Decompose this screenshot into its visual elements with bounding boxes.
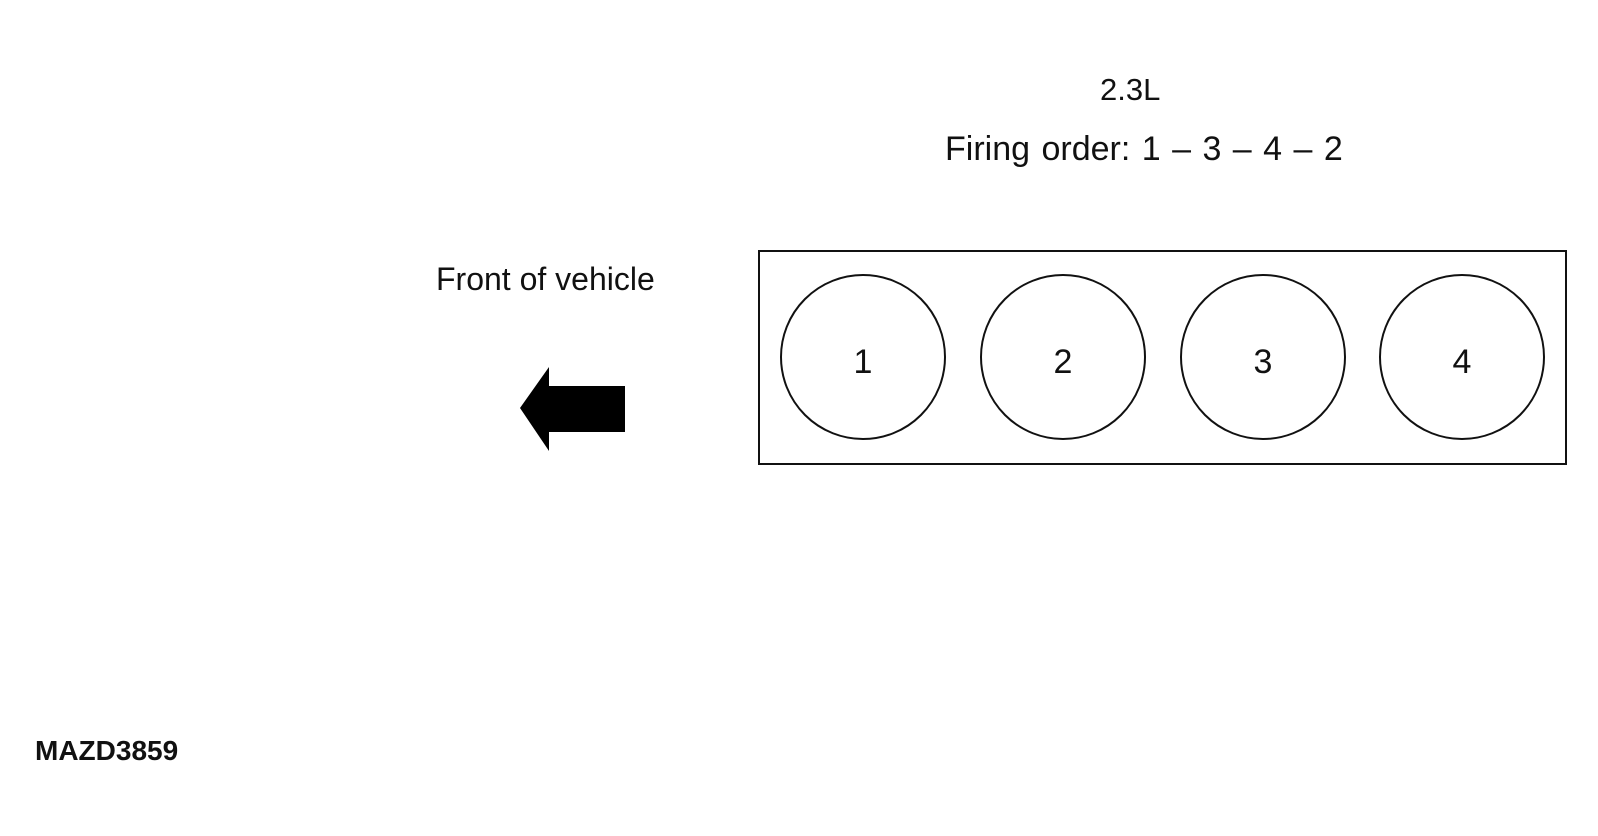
engine-size-title: 2.3L [1100, 72, 1161, 107]
cylinder-label-1: 1 [853, 343, 873, 381]
cylinder-label-4: 4 [1452, 343, 1472, 381]
engine-block [758, 250, 1567, 465]
arrow-left-icon [520, 367, 625, 451]
figure-code: MAZD3859 [35, 735, 179, 766]
cylinder-4 [1379, 274, 1545, 440]
firing-order-label: Firing order: 1 – 3 – 4 – 2 [945, 130, 1343, 168]
cylinder-label-2: 2 [1053, 343, 1073, 381]
cylinder-label-3: 3 [1253, 343, 1273, 381]
cylinder-3 [1180, 274, 1346, 440]
cylinder-2 [980, 274, 1146, 440]
cylinder-1 [780, 274, 946, 440]
front-of-vehicle-label: Front of vehicle [436, 261, 655, 297]
